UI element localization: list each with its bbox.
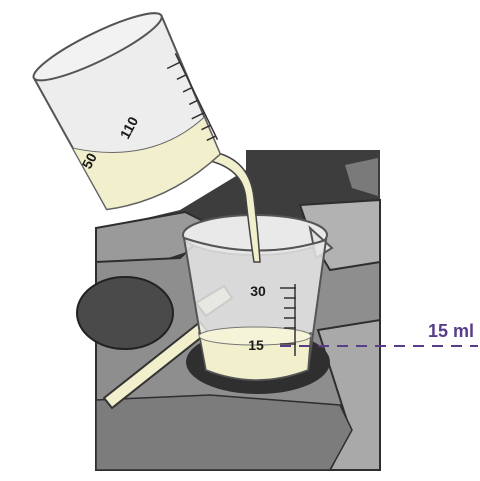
tray-well-left <box>77 277 173 349</box>
bench-floor <box>96 395 352 470</box>
large-beaker <box>28 3 232 222</box>
small-beaker-mark-15: 15 <box>248 337 264 353</box>
small-beaker-mark-30: 30 <box>250 283 266 299</box>
callout-label: 15 ml <box>428 321 474 341</box>
